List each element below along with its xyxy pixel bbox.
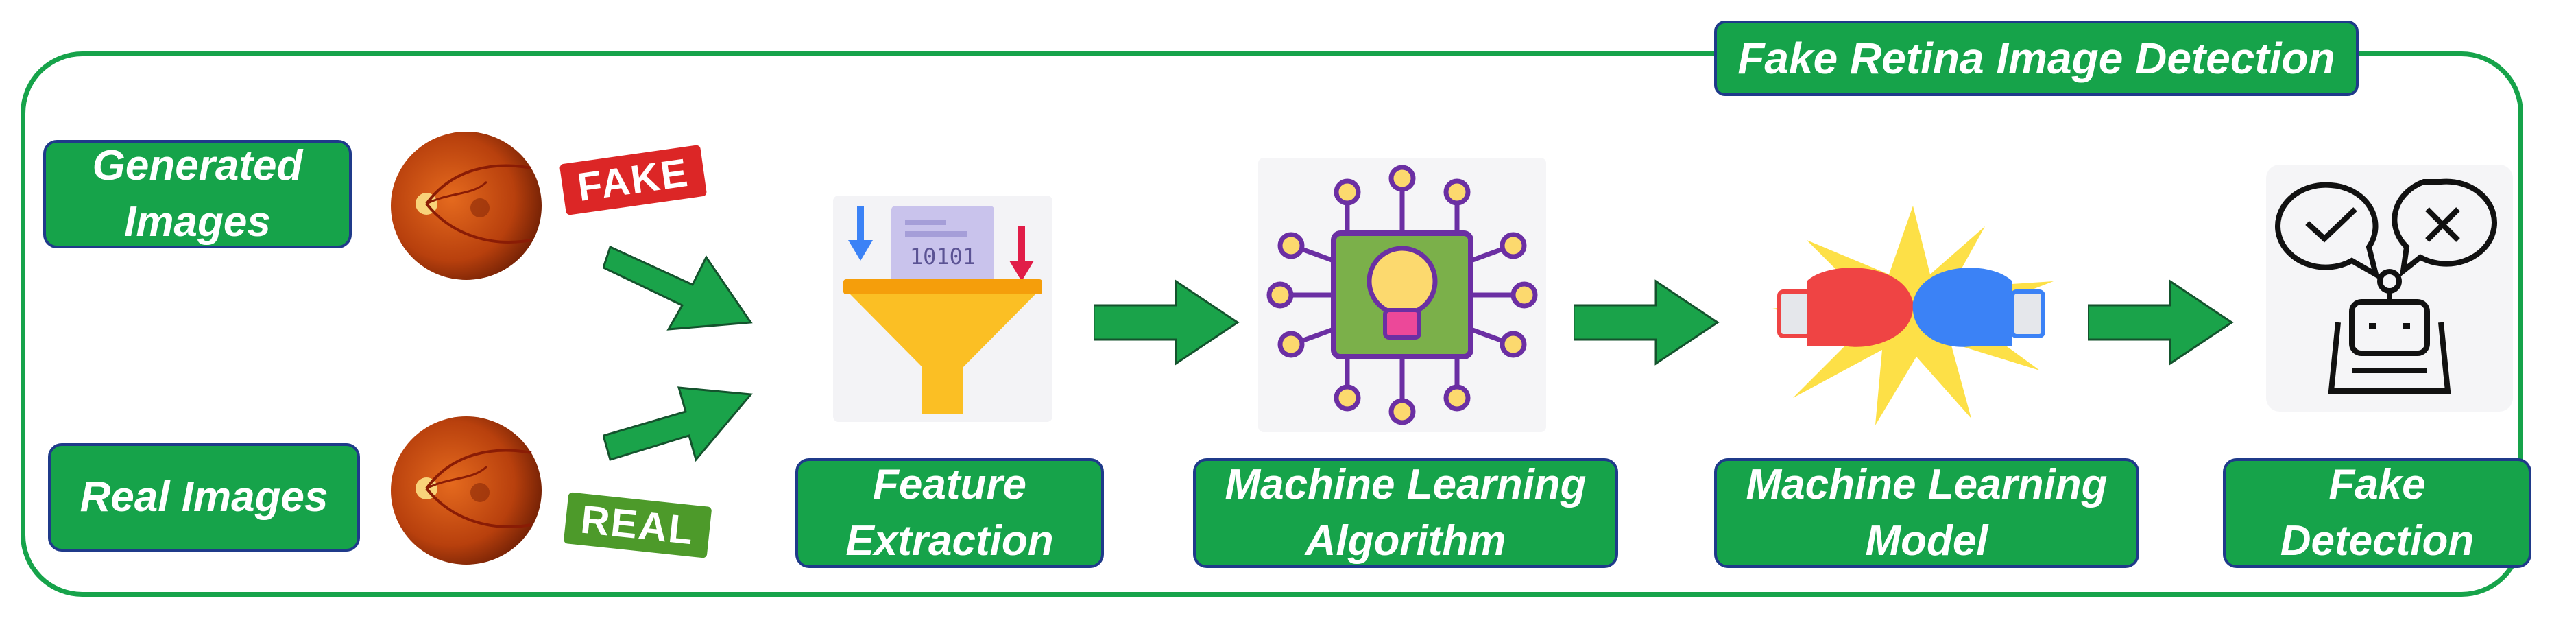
arrow-icon bbox=[603, 245, 753, 331]
robot-icon bbox=[2266, 165, 2513, 412]
check-bubble-icon bbox=[2275, 182, 2381, 281]
cross-bubble-icon bbox=[2392, 178, 2497, 278]
ml-model-label: Machine Learning Model bbox=[1714, 458, 2139, 568]
generated-images-label: Generated Images bbox=[43, 140, 352, 248]
svg-text:10101: 10101 bbox=[910, 244, 976, 270]
arrow-icon bbox=[2088, 279, 2234, 366]
funnel-icon: 10101 bbox=[833, 196, 1052, 422]
boxing-gloves-icon bbox=[1772, 206, 2054, 425]
arrow-icon bbox=[1094, 279, 1240, 366]
fake-detection-label: Fake Detection bbox=[2223, 458, 2531, 568]
arrow-icon bbox=[1574, 279, 1720, 366]
ml-algorithm-label: Machine Learning Algorithm bbox=[1193, 458, 1618, 568]
feature-extraction-label: Feature Extraction bbox=[795, 458, 1104, 568]
retina-icon bbox=[391, 416, 542, 565]
chip-bulb-icon bbox=[1258, 158, 1546, 432]
retina-icon bbox=[391, 132, 542, 280]
real-images-label: Real Images bbox=[48, 443, 360, 552]
arrow-icon bbox=[603, 386, 753, 462]
diagram-title: Fake Retina Image Detection bbox=[1714, 21, 2359, 96]
outer-frame bbox=[21, 51, 2523, 597]
